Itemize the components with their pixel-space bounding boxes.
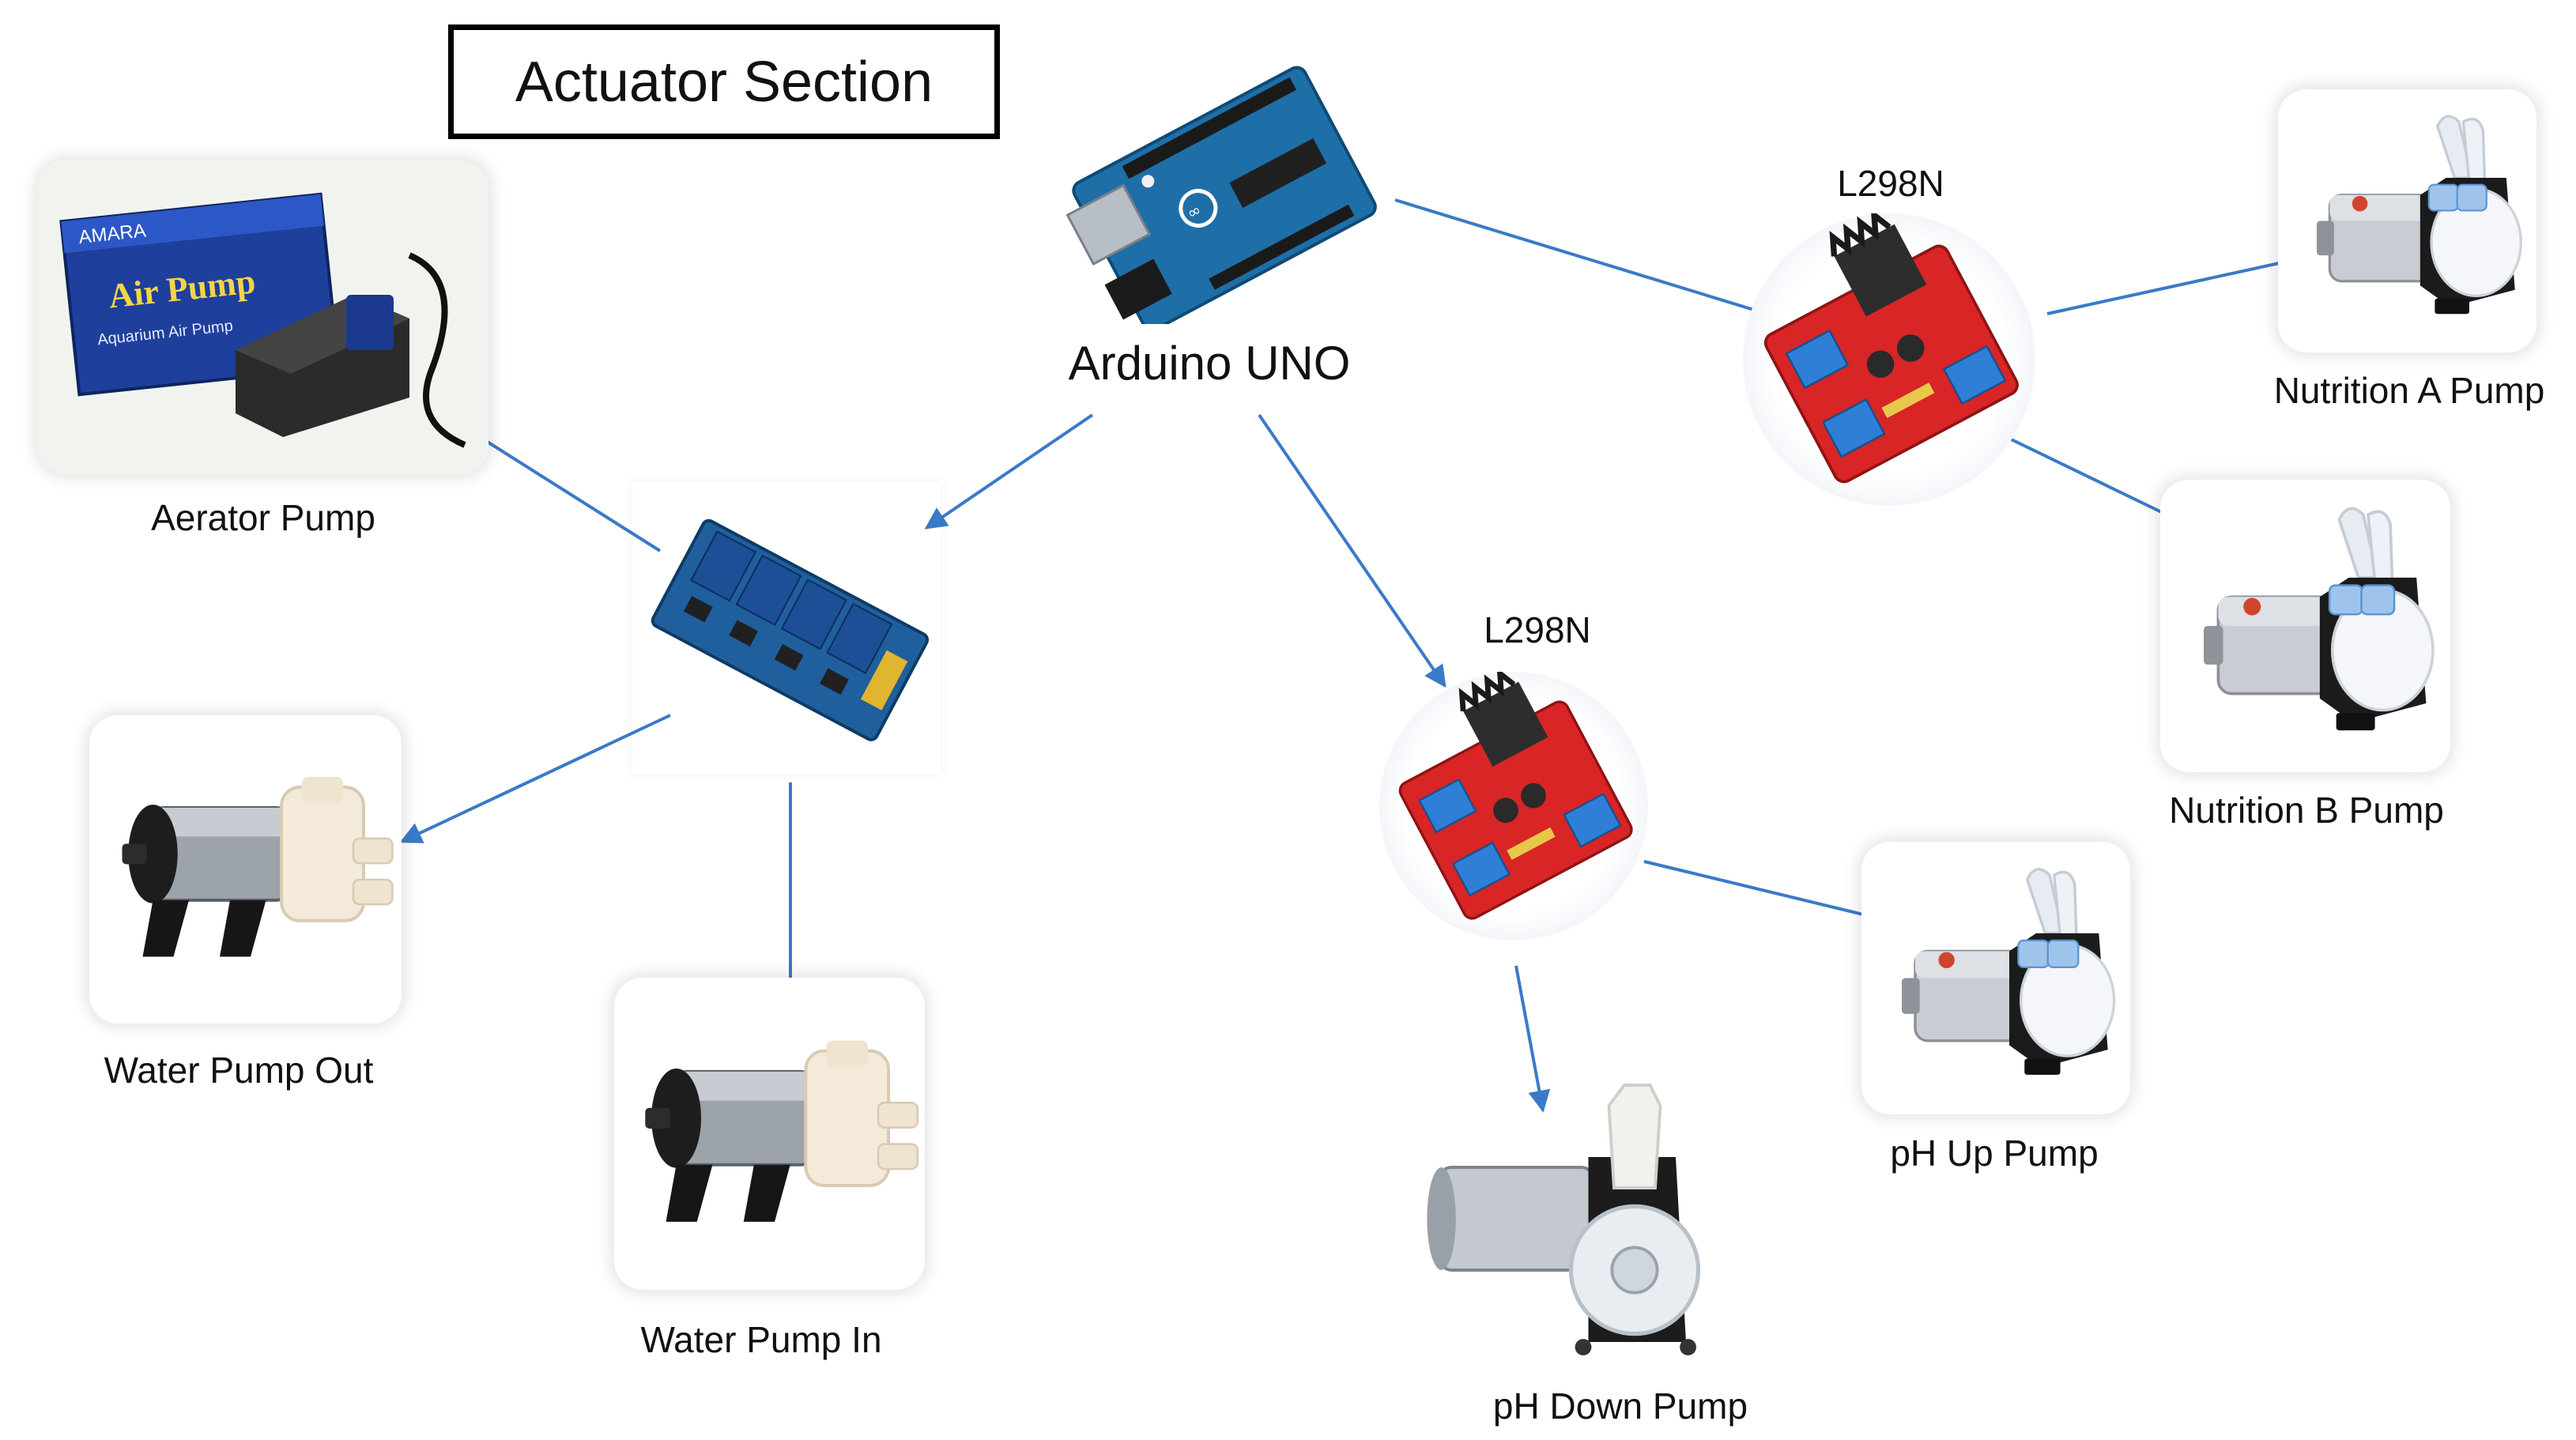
arrow-l298n-bottom-to-ph-up [1643,860,1891,927]
nutrition-b-pump-label: Nutrition B Pump [2169,790,2444,831]
aerator-pump-label: Aerator Pump [151,497,375,538]
l298n-bottom-driver [1379,672,1648,941]
diagram-title: Actuator Section [448,25,1000,139]
arrow-l298n-bottom-to-ph-down [1514,965,1551,1113]
nutrition-a-pump-image [2278,89,2536,352]
ph-up-pump-label: pH Up Pump [1890,1133,2099,1174]
aerator-pump-image: AMARA Air Pump Aquarium Air Pump [38,160,488,474]
ph-down-pump-label: pH Down Pump [1492,1385,1748,1427]
arduino-uno-label: Arduino UNO [1068,337,1351,390]
water-pump-in-label: Water Pump In [640,1319,882,1360]
ph-up-pump-image [1861,842,2130,1114]
nutrition-b-pump-image [2160,480,2450,772]
nutrition-a-pump-label: Nutrition A Pump [2273,370,2545,411]
arduino-uno-board: ∞ [1051,63,1383,324]
relay-module [632,482,941,775]
arrow-arduino-to-relay [924,413,1094,530]
l298n-top-driver [1743,213,2035,506]
ph-down-pump-image [1419,1075,1727,1383]
arrow-relay-to-water-out [399,714,671,843]
water-pump-in-image [614,978,925,1290]
arrow-arduino-to-l298n-top [1394,198,1777,322]
arrow-l298n-top-to-nutrition-a [2046,250,2310,315]
arrow-arduino-to-l298n-bottom [1258,413,1446,688]
l298n-bottom-label: L298N [1484,609,1591,650]
water-pump-out-image [89,715,402,1023]
l298n-top-label: L298N [1837,163,1944,204]
water-pump-out-label: Water Pump Out [104,1050,374,1091]
